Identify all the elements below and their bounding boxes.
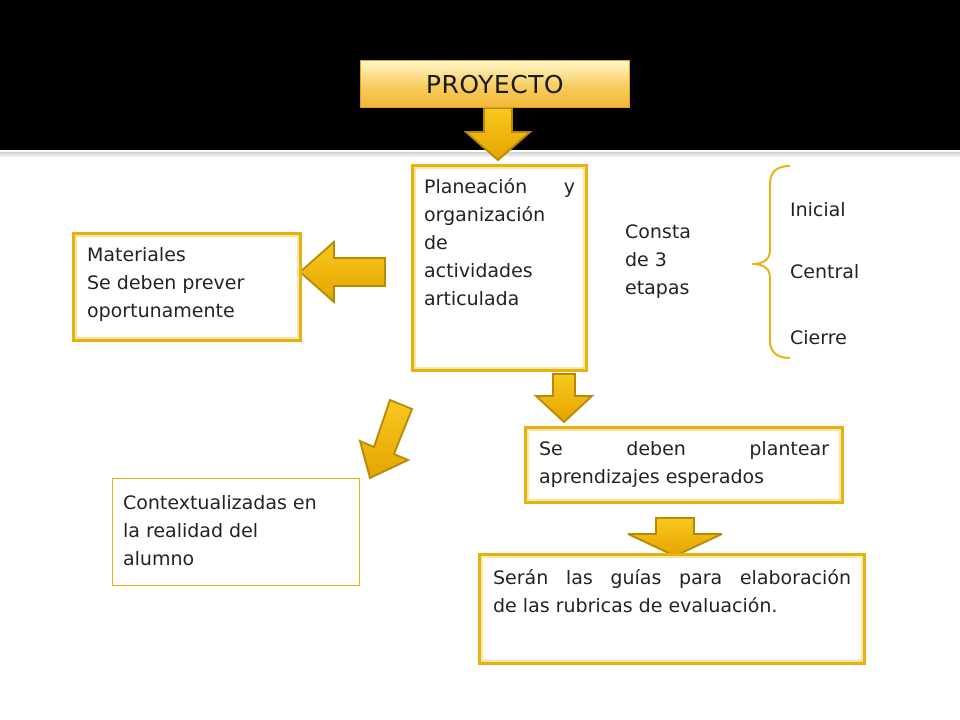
arrow-diagonal-context-icon <box>358 398 414 480</box>
context-box: Contextualizadas en la realidad del alum… <box>112 478 360 586</box>
rubrics-box: Serán las guías para elaboración de las … <box>478 553 866 665</box>
band-divider <box>0 152 960 157</box>
arrow-down-title-icon <box>463 107 533 162</box>
materials-line-3: oportunamente <box>87 300 235 322</box>
stage-item-central: Central <box>790 261 860 283</box>
rubrics-line-2: de las rubricas de evaluación. <box>493 595 778 617</box>
materials-box: Materiales Se deben prever oportunamente <box>72 232 302 342</box>
planning-line-4: actividades <box>424 260 533 282</box>
learning-line-1: Se deben plantear <box>539 438 829 460</box>
stages-brace-icon <box>751 165 791 359</box>
materials-line-2: Se deben prever <box>87 272 245 294</box>
context-line-1: Contextualizadas en <box>123 492 317 514</box>
arrow-left-materials-icon <box>298 239 386 305</box>
arrow-down-learning-icon <box>533 373 595 424</box>
context-line-2: la realidad del <box>123 520 259 542</box>
planning-line-2: organización <box>424 204 546 226</box>
rubrics-line-1: Serán las guías para elaboración <box>493 567 851 589</box>
stages-line-3: etapas <box>625 277 690 299</box>
planning-line-5: articulada <box>424 288 520 310</box>
project-title: PROYECTO <box>360 60 630 108</box>
stages-line-1: Consta <box>625 221 691 243</box>
learning-line-2: aprendizajes esperados <box>539 466 765 488</box>
context-line-3: alumno <box>123 548 195 570</box>
stages-line-2: de 3 <box>625 249 667 271</box>
materials-line-1: Materiales <box>87 244 186 266</box>
stage-item-cierre: Cierre <box>790 327 847 349</box>
planning-line-3: de <box>424 232 448 254</box>
arrow-down-rubrics-icon <box>627 517 723 558</box>
planning-box: Planeación y organización de actividades… <box>411 164 588 372</box>
stages-text: Consta de 3 etapas <box>625 218 691 302</box>
planning-line-1: Planeación y <box>424 176 575 198</box>
stage-item-inicial: Inicial <box>790 199 846 221</box>
learning-box: Se deben plantear aprendizajes esperados <box>524 426 844 504</box>
